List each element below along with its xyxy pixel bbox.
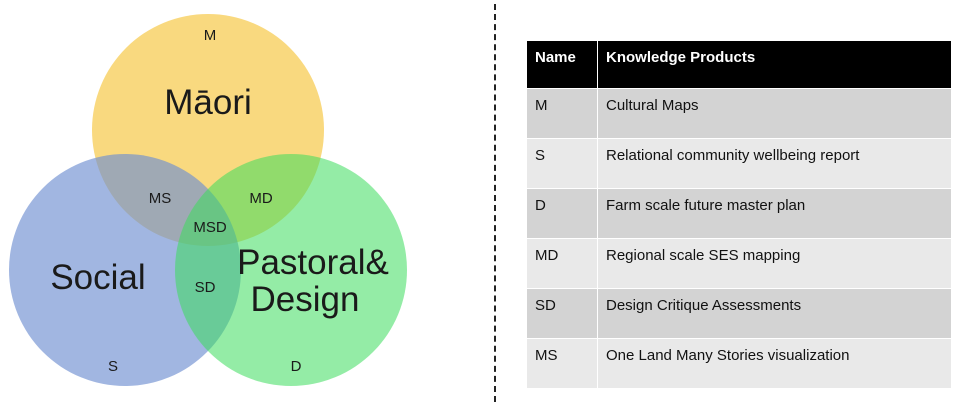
row-name: MS xyxy=(527,338,598,389)
row-product: One Land Many Stories visualization xyxy=(597,338,951,389)
row-name: M xyxy=(527,88,598,139)
knowledge-products-table: Name Knowledge Products M Cultural Maps … xyxy=(527,41,951,389)
venn-label-social: Social xyxy=(50,258,145,297)
header-name: Name xyxy=(527,41,598,89)
venn-label-maori: Māori xyxy=(164,83,252,122)
dashed-divider xyxy=(494,4,496,402)
table-header-row: Name Knowledge Products xyxy=(527,41,951,89)
venn-label-pastoral: Pastoral& xyxy=(237,243,389,282)
row-name: D xyxy=(527,188,598,239)
venn-circle-social xyxy=(9,154,241,386)
table-row: MD Regional scale SES mapping xyxy=(527,238,951,289)
venn-circle-pastoral-design xyxy=(175,154,407,386)
venn-overlap-ms: MS xyxy=(149,190,172,207)
row-product: Farm scale future master plan xyxy=(597,188,951,239)
row-product: Regional scale SES mapping xyxy=(597,238,951,289)
table-row: S Relational community wellbeing report xyxy=(527,138,951,189)
venn-letter-s: S xyxy=(108,358,118,375)
table-row: SD Design Critique Assessments xyxy=(527,288,951,339)
row-product: Relational community wellbeing report xyxy=(597,138,951,189)
venn-overlap-msd: MSD xyxy=(193,219,227,236)
venn-overlap-md: MD xyxy=(249,190,272,207)
row-name: MD xyxy=(527,238,598,289)
table-row: D Farm scale future master plan xyxy=(527,188,951,239)
row-product: Design Critique Assessments xyxy=(597,288,951,339)
venn-label-design: Design xyxy=(251,280,360,319)
header-knowledge-products: Knowledge Products xyxy=(597,41,951,89)
row-name: SD xyxy=(527,288,598,339)
table-row: M Cultural Maps xyxy=(527,88,951,139)
venn-diagram: M Māori MS MD MSD SD Social Pastoral& De… xyxy=(9,14,407,386)
row-name: S xyxy=(527,138,598,189)
venn-letter-m: M xyxy=(204,27,217,44)
table-row: MS One Land Many Stories visualization xyxy=(527,338,951,389)
venn-overlap-sd: SD xyxy=(195,279,216,296)
venn-letter-d: D xyxy=(291,358,302,375)
row-product: Cultural Maps xyxy=(597,88,951,139)
